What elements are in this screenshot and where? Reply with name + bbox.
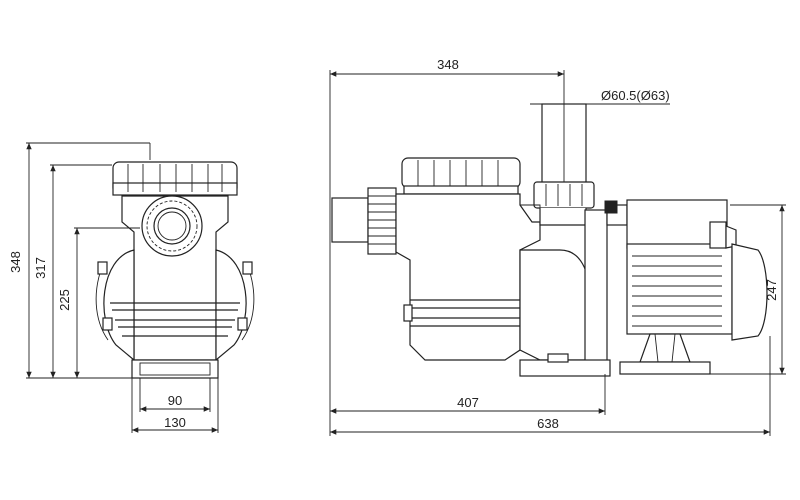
dim-90: 90	[168, 393, 182, 408]
dim-225: 225	[57, 289, 72, 311]
dim-638: 638	[537, 416, 559, 431]
side-strainer-lid	[401, 157, 521, 195]
front-volute	[103, 249, 135, 362]
side-dimensions: 348 Ø60.5(Ø63) 247 407 638	[329, 57, 786, 436]
front-dimensions: 348 317 225 90 130	[8, 142, 219, 433]
side-outlet-pipe	[520, 103, 595, 226]
dim-348-side: 348	[437, 57, 459, 72]
side-strainer-body	[395, 193, 541, 361]
front-view	[95, 161, 255, 379]
side-inlet-pipe	[331, 187, 397, 255]
dim-348-front: 348	[8, 251, 23, 273]
dim-outlet-diameter: Ø60.5(Ø63)	[601, 88, 670, 103]
dim-130: 130	[164, 415, 186, 430]
side-flange	[584, 200, 628, 369]
side-motor	[626, 199, 768, 341]
side-view	[331, 103, 768, 377]
front-inlet-port	[141, 195, 203, 257]
dim-247: 247	[764, 279, 779, 301]
dim-407: 407	[457, 395, 479, 410]
side-base	[519, 333, 711, 377]
front-base	[131, 359, 219, 379]
dim-317: 317	[33, 257, 48, 279]
front-lid	[112, 161, 238, 196]
